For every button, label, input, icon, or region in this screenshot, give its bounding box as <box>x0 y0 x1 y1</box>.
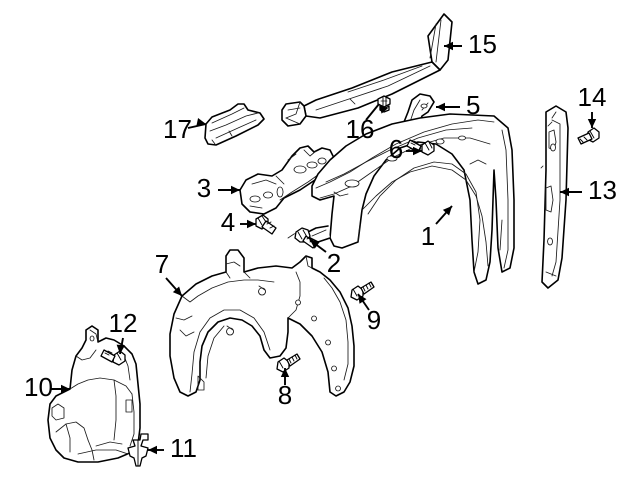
callout-label-1: 1 <box>421 221 435 251</box>
callout-9[interactable]: 9 <box>355 292 382 335</box>
callout-label-2: 2 <box>327 248 341 278</box>
callout-arrow-icon <box>196 118 206 127</box>
callout-label-14: 14 <box>578 82 607 112</box>
hardware-screw-14[interactable] <box>577 127 600 145</box>
callout-8[interactable]: 8 <box>278 368 292 410</box>
part-fender-rear-seal-bracket[interactable] <box>540 105 569 289</box>
callout-leader-line <box>365 103 380 121</box>
callout-label-4: 4 <box>221 207 235 237</box>
callout-arrow-icon <box>436 102 445 112</box>
callout-arrow-icon <box>413 146 422 156</box>
callout-arrow-icon <box>358 294 367 304</box>
callout-arrow-icon <box>172 286 182 296</box>
callout-arrow-icon <box>61 384 70 394</box>
part-wheelhouse-liner[interactable] <box>169 249 355 397</box>
callout-5[interactable]: 5 <box>436 90 480 120</box>
hardware-clip-11[interactable] <box>127 433 149 467</box>
callout-arrow-icon <box>560 187 569 197</box>
callout-12[interactable]: 12 <box>109 308 138 355</box>
hardware-bolt-4[interactable] <box>255 214 277 235</box>
callout-14[interactable]: 14 <box>578 82 607 128</box>
callout-arrow-icon <box>280 368 290 377</box>
callout-2[interactable]: 2 <box>307 237 341 278</box>
callout-17[interactable]: 17 <box>163 114 207 144</box>
callout-arrow-icon <box>148 445 157 455</box>
callout-label-11: 11 <box>170 433 197 463</box>
callout-label-12: 12 <box>109 308 138 338</box>
callout-6[interactable]: 6 <box>389 134 422 164</box>
callout-10[interactable]: 10 <box>24 372 70 402</box>
callout-3[interactable]: 3 <box>197 173 240 203</box>
hardware-screw-8[interactable] <box>276 353 301 373</box>
part-upper-side-rail[interactable] <box>281 13 453 127</box>
callout-13[interactable]: 13 <box>560 175 617 205</box>
callout-label-6: 6 <box>389 134 403 164</box>
callout-7[interactable]: 7 <box>155 249 185 299</box>
callout-label-17: 17 <box>163 114 192 144</box>
callout-arrow-icon <box>444 41 453 51</box>
callout-label-8: 8 <box>278 380 292 410</box>
hardware-screw-12[interactable] <box>100 349 126 366</box>
callout-16[interactable]: 16 <box>346 101 389 144</box>
callout-label-15: 15 <box>468 29 497 59</box>
callout-arrow-icon <box>442 206 452 216</box>
callout-label-3: 3 <box>197 173 211 203</box>
part-cowl-trim-bracket[interactable] <box>204 103 265 146</box>
callout-arrow-icon <box>231 185 240 195</box>
callout-label-13: 13 <box>588 175 617 205</box>
callout-11[interactable]: 11 <box>148 433 197 463</box>
callout-15[interactable]: 15 <box>444 29 497 59</box>
part-fender-panel[interactable] <box>287 113 515 285</box>
callout-arrow-icon <box>116 344 125 354</box>
callout-label-9: 9 <box>367 305 381 335</box>
callout-arrow-icon <box>379 104 389 114</box>
part-apron-reinforcement-rail[interactable] <box>239 145 335 215</box>
callout-label-5: 5 <box>466 90 480 120</box>
callout-arrow-icon <box>247 219 256 229</box>
part-front-air-deflector[interactable] <box>47 325 141 463</box>
callout-label-10: 10 <box>24 372 53 402</box>
callout-arrow-icon <box>587 119 597 128</box>
callout-arrow-icon <box>310 240 320 249</box>
callout-label-7: 7 <box>155 249 169 279</box>
callout-4[interactable]: 4 <box>221 207 256 237</box>
callout-1[interactable]: 1 <box>421 203 455 251</box>
callout-label-16: 16 <box>346 114 375 144</box>
